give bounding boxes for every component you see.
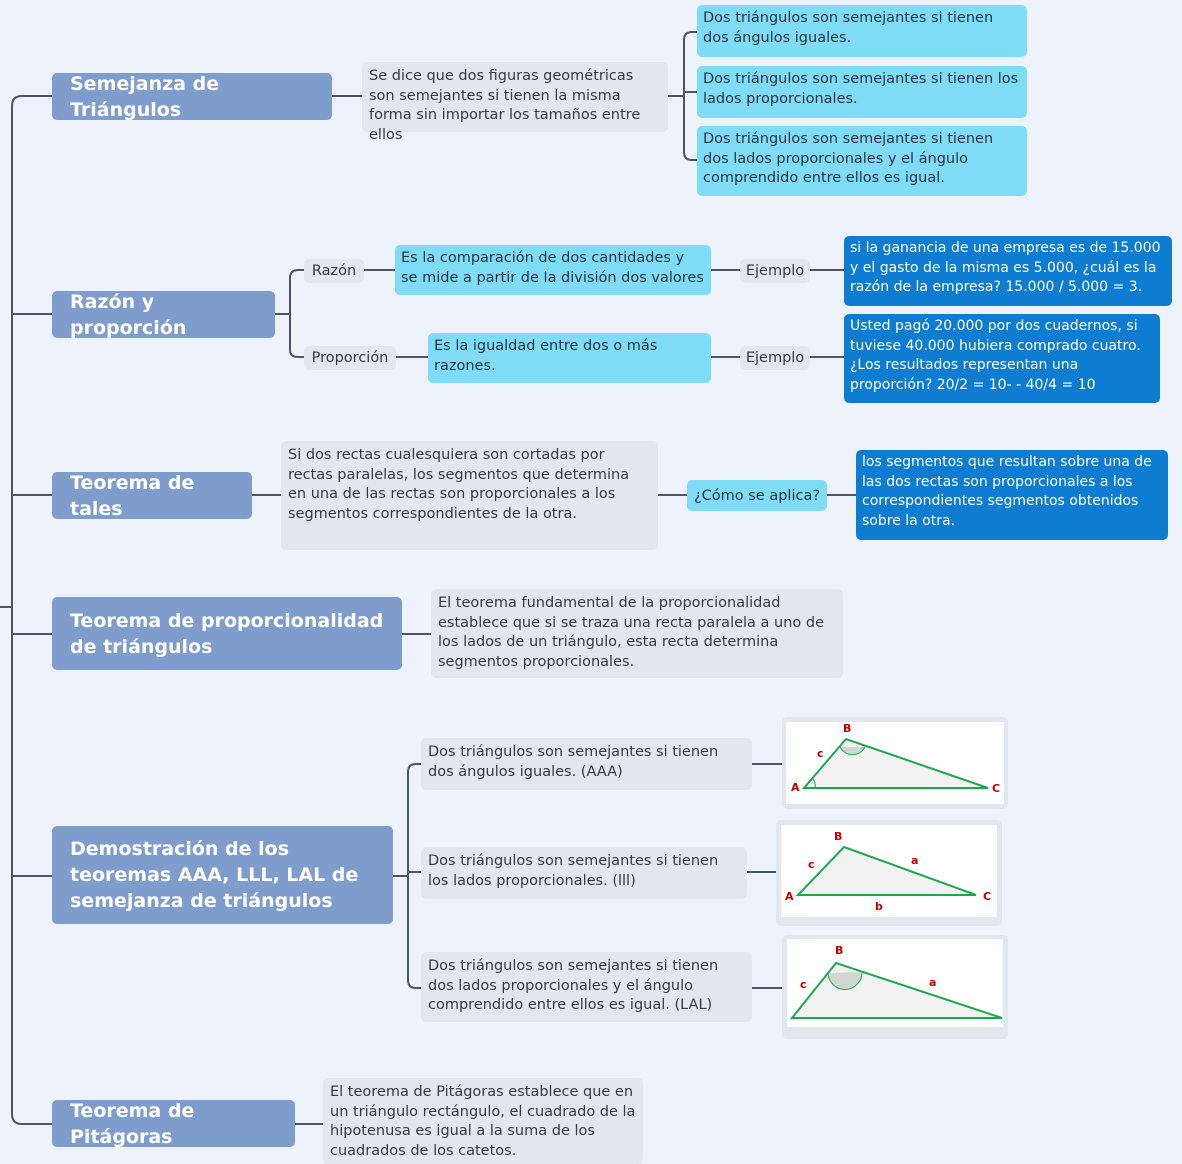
side-b-label: b [875, 900, 883, 913]
razon-definition[interactable]: Es la comparación de dos cantidades y se… [395, 245, 711, 295]
vertex-b-label: B [834, 830, 842, 843]
triangle-lal-figure: B c a [787, 939, 1003, 1027]
vertex-b-label: B [843, 722, 851, 735]
proporcion-label[interactable]: Proporción [304, 346, 396, 370]
demo-aaa-text[interactable]: Dos triángulos son semejantes si tienen … [421, 738, 752, 790]
triangle-lll-image: B A C c a b [776, 820, 1002, 926]
pitagoras-definition[interactable]: El teorema de Pitágoras establece que en… [323, 1078, 643, 1164]
vertex-b-label: B [835, 944, 843, 957]
triangle-aaa-image: B A C c [782, 717, 1008, 809]
triangle-lll-figure: B A C c a b [781, 825, 997, 917]
tales-question[interactable]: ¿Cómo se aplica? [687, 480, 827, 511]
razon-ejemplo-text[interactable]: si la ganancia de una empresa es de 15.0… [844, 236, 1172, 306]
demo-lll-text[interactable]: Dos triángulos son semejantes si tienen … [421, 847, 747, 899]
triangle-lal-image: B c a [782, 935, 1008, 1039]
topic-teorema-tales[interactable]: Teorema de tales [52, 471, 252, 520]
proporcionalidad-definition[interactable]: El teorema fundamental de la proporciona… [431, 589, 843, 678]
proporcion-ejemplo-text[interactable]: Usted pagó 20.000 por dos cuadernos, si … [844, 314, 1160, 403]
topic-demostracion-title: Demostración de los teoremas AAA, LLL, L… [70, 838, 359, 912]
topic-razon-title: Razón y proporción [70, 290, 187, 339]
razon-ejemplo-label[interactable]: Ejemplo [740, 259, 810, 283]
side-a-label: a [929, 976, 936, 989]
tales-definition[interactable]: Si dos rectas cualesquiera son cortadas … [281, 441, 658, 550]
side-c-label: c [808, 858, 815, 871]
topic-semejanza-title: Semejanza de Triángulos [70, 72, 220, 121]
vertex-a-label: A [791, 781, 800, 794]
topic-pitagoras-title: Teorema de Pitágoras [70, 1099, 195, 1148]
topic-razon-proporcion[interactable]: Razón y proporción [52, 290, 275, 339]
semejanza-definition[interactable]: Se dice que dos figuras geométricas son … [362, 62, 668, 143]
topic-proporcionalidad-title: Teorema de proporcionalidad de triángulo… [70, 609, 384, 658]
side-c-label: c [800, 978, 807, 991]
topic-tales-title: Teorema de tales [70, 471, 195, 520]
vertex-c-label: C [983, 890, 991, 903]
demo-lal-text[interactable]: Dos triángulos son semejantes si tienen … [421, 952, 752, 1022]
semejanza-criterion-2[interactable]: Dos triángulos son semejantes si tienen … [697, 66, 1027, 118]
tales-answer[interactable]: los segmentos que resultan sobre una de … [856, 450, 1168, 540]
topic-proporcionalidad[interactable]: Teorema de proporcionalidad de triángulo… [52, 597, 402, 670]
side-c-label: c [817, 747, 824, 760]
topic-demostracion[interactable]: Demostración de los teoremas AAA, LLL, L… [52, 826, 393, 924]
proporcion-ejemplo-label[interactable]: Ejemplo [740, 346, 810, 370]
triangle-aaa-figure: B A C c [786, 722, 1004, 804]
topic-semejanza[interactable]: Semejanza de Triángulos [52, 72, 332, 121]
vertex-c-label: C [992, 782, 1000, 795]
vertex-a-label: A [785, 890, 794, 903]
topic-pitagoras[interactable]: Teorema de Pitágoras [52, 1099, 295, 1148]
semejanza-criterion-3[interactable]: Dos triángulos son semejantes si tienen … [697, 126, 1027, 196]
side-a-label: a [911, 854, 918, 867]
razon-label[interactable]: Razón [304, 259, 364, 283]
semejanza-criterion-1[interactable]: Dos triángulos son semejantes si tienen … [697, 5, 1027, 57]
proporcion-definition[interactable]: Es la igualdad entre dos o más razones. [428, 333, 711, 383]
